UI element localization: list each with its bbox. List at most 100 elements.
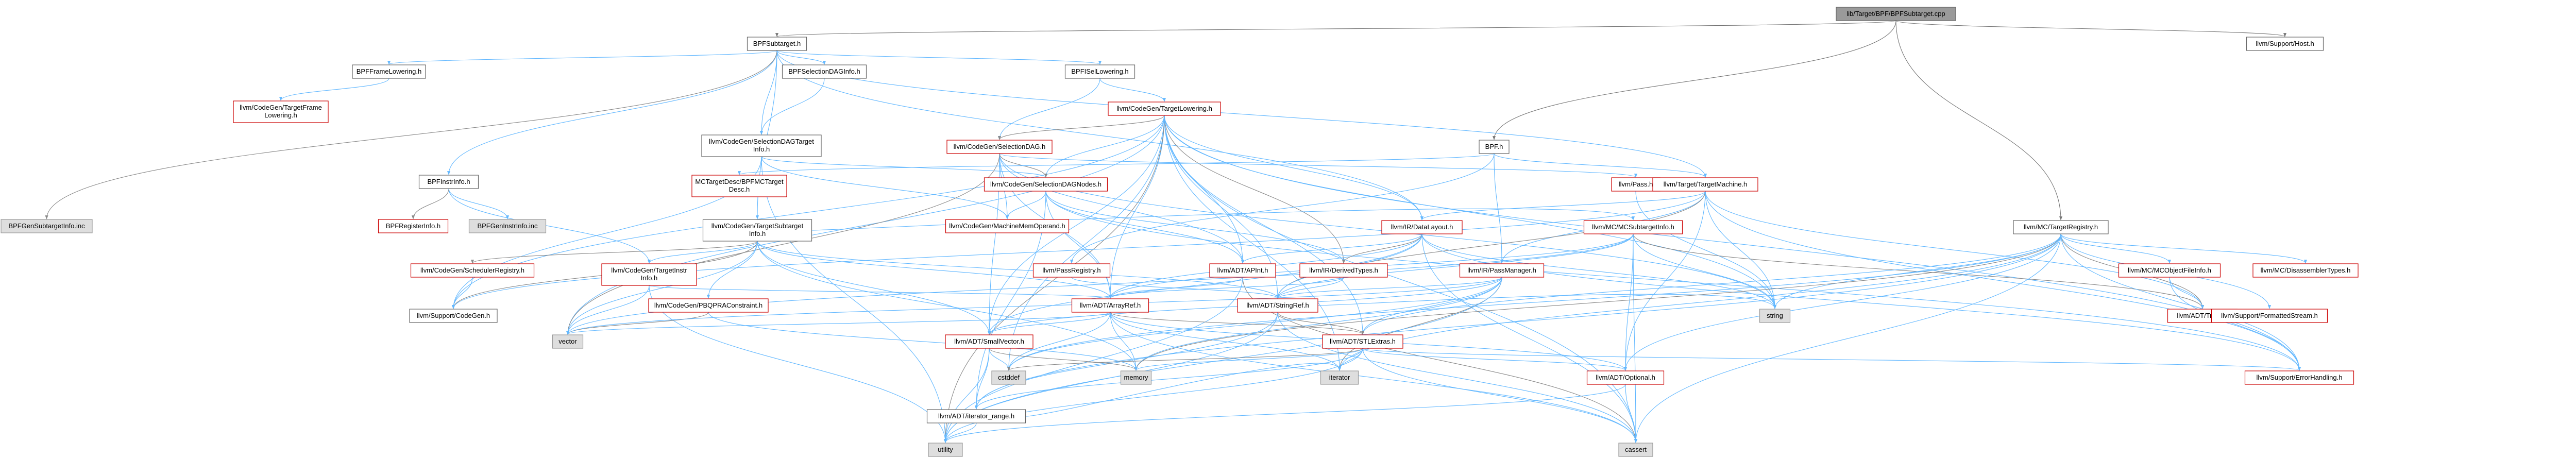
- edge-bpf_h-to-tm_h: [1494, 153, 1707, 178]
- edge-cg_tli-to-ir_derived: [1164, 115, 1346, 264]
- node-label: llvm/IR/DataLayout.h: [1391, 223, 1453, 231]
- edge-mc_treg-to-cstddef: [1007, 233, 2061, 371]
- node-tm-h[interactable]: llvm/Target/TargetMachine.h: [1652, 177, 1758, 192]
- edge-pass_reg-to-adt_stringref: [1071, 277, 1279, 299]
- edge-adt_stlextras-to-sup_err: [1362, 348, 2301, 371]
- node-bpfsubtarget-h[interactable]: BPFSubtarget.h: [747, 37, 807, 51]
- node-utility[interactable]: utility: [928, 443, 963, 457]
- node-gensubtargetinfo[interactable]: BPFGenSubtargetInfo.inc: [1, 219, 93, 233]
- node-sup-codegen[interactable]: llvm/Support/CodeGen.h: [409, 309, 498, 323]
- node-box: [1237, 298, 1318, 313]
- edge-ir_dl-to-adt_smallvec: [987, 233, 1422, 335]
- node-label: lib/Target/BPF/BPFSubtarget.cpp: [1846, 10, 1945, 18]
- node-geninstrinfo[interactable]: BPFGenInstrInfo.inc: [468, 219, 547, 233]
- edge-adt_stlextras-to-utility: [943, 348, 1363, 443]
- node-instrinfo[interactable]: BPFInstrInfo.h: [418, 175, 479, 189]
- node-cg-pbqp[interactable]: llvm/CodeGen/PBQPRAConstraint.h: [648, 298, 769, 313]
- edge-adt_apint-to-adt_arrayref: [1109, 277, 1243, 299]
- node-mc-sti[interactable]: llvm/MC/MCSubtargetInfo.h: [1583, 220, 1683, 234]
- node-cassert[interactable]: cassert: [1618, 443, 1653, 457]
- node-label: llvm/ADT/SmallVector.h: [954, 337, 1024, 345]
- node-cg-seldagnodes[interactable]: llvm/CodeGen/SelectionDAGNodes.h: [984, 177, 1108, 192]
- node-box: [782, 64, 867, 79]
- node-adt-iter[interactable]: llvm/ADT/iterator_range.h: [926, 409, 1026, 423]
- edge-cg_tsi-to-cg_sched: [471, 241, 758, 264]
- edge-bpf_h-to-mc_desc: [738, 153, 1495, 175]
- node-box: [418, 175, 479, 189]
- node-mc-disasm[interactable]: llvm/MC/DisassemblerTypes.h: [2252, 263, 2359, 278]
- edge-cg_seldagnodes-to-cg_mo: [1005, 191, 1046, 219]
- node-label: BPF.h: [1485, 143, 1503, 150]
- node-label: llvm/ADT/STLExtras.h: [1330, 337, 1396, 345]
- node-adt-stringref[interactable]: llvm/ADT/StringRef.h: [1237, 298, 1318, 313]
- edge-mc_sti-to-string: [1633, 233, 1777, 309]
- edge-cg_tli-to-vector: [566, 115, 1165, 335]
- node-cg-mo[interactable]: llvm/CodeGen/MachineMemOperand.h: [945, 219, 1070, 233]
- edge-root-to-mc_treg: [1895, 20, 2063, 220]
- node-box: [410, 263, 535, 278]
- node-label: llvm/Pass.h: [1619, 180, 1653, 188]
- node-sup-err[interactable]: llvm/Support/ErrorHandling.h: [2244, 370, 2354, 385]
- edge-ir_pm-to-memory: [1134, 277, 1502, 371]
- edge-tm_h-to-ir_dl: [1420, 191, 1706, 220]
- node-vector[interactable]: vector: [552, 334, 584, 349]
- edge-bpfsubtarget_h-to-seldaginfo: [776, 50, 826, 65]
- node-framelowering[interactable]: BPFFrameLowering.h: [352, 64, 426, 79]
- edge-ir_pm-to-adt_stlextras: [1361, 277, 1502, 335]
- node-pass-h[interactable]: llvm/Pass.h: [1611, 177, 1660, 192]
- node-box: [1064, 64, 1136, 79]
- node-cstddef[interactable]: cstddef: [991, 370, 1026, 385]
- node-adt-stlextras[interactable]: llvm/ADT/STLExtras.h: [1322, 334, 1403, 349]
- node-ir-pm[interactable]: llvm/IR/PassManager.h: [1459, 263, 1545, 278]
- node-label: llvm/ADT/iterator_range.h: [938, 412, 1014, 420]
- node-memory[interactable]: memory: [1120, 370, 1152, 385]
- node-cg-tli[interactable]: llvm/CodeGen/TargetLowering.h: [1108, 101, 1221, 116]
- node-seldaginfo[interactable]: BPFSelectionDAGInfo.h: [782, 64, 867, 79]
- node-root[interactable]: lib/Target/BPF/BPFSubtarget.cpp: [1836, 7, 1956, 21]
- edge-adt_stlextras-to-adt_optional: [1362, 348, 1627, 371]
- edge-adt_stlextras-to-memory: [1134, 348, 1363, 371]
- node-cg-seldag[interactable]: llvm/CodeGen/SelectionDAG.h: [946, 140, 1053, 154]
- edge-mc_treg-to-memory: [1134, 233, 2061, 371]
- node-mc-objfh[interactable]: llvm/MC/MCObjectFileInfo.h: [2118, 263, 2221, 278]
- node-adt-smallvec[interactable]: llvm/ADT/SmallVector.h: [945, 334, 1033, 349]
- node-isellowering[interactable]: BPFISelLowering.h: [1064, 64, 1136, 79]
- node-bpf-h[interactable]: BPF.h: [1479, 140, 1510, 154]
- edge-isellowering-to-cg_tli: [1099, 78, 1166, 102]
- node-adt-apint[interactable]: llvm/ADT/APInt.h: [1209, 263, 1276, 278]
- edge-ir_dl-to-string: [1421, 233, 1777, 309]
- edge-cg_tsi-to-vector: [566, 241, 758, 335]
- edge-mc_treg-to-string: [1773, 233, 2061, 309]
- node-adt-optional[interactable]: llvm/ADT/Optional.h: [1586, 370, 1665, 385]
- edge-cg_seldagti-to-cg_mo: [761, 156, 1009, 219]
- edge-tm_h-to-adt_triple: [1705, 191, 2205, 309]
- node-box: [378, 219, 449, 233]
- node-box: [2211, 309, 2328, 323]
- edge-seldaginfo-to-cg_seldagti: [759, 78, 825, 135]
- node-ir-dl[interactable]: llvm/IR/DataLayout.h: [1381, 220, 1463, 234]
- node-box: [2013, 220, 2109, 234]
- edge-adt_stlextras-to-cstddef: [1007, 348, 1363, 371]
- edge-adt_stlextras-to-adt_iter: [975, 348, 1363, 410]
- node-host-h[interactable]: llvm/Support/Host.h: [2246, 37, 2324, 51]
- node-regsinfo[interactable]: BPFRegisterInfo.h: [378, 219, 449, 233]
- node-iterator[interactable]: iterator: [1320, 370, 1359, 385]
- node-box: [1618, 443, 1653, 457]
- node-label: llvm/Support/ErrorHandling.h: [2257, 374, 2343, 381]
- node-ir-derived[interactable]: llvm/IR/DerivedTypes.h: [1299, 263, 1388, 278]
- node-label: llvm/CodeGen/TargetLowering.h: [1116, 105, 1212, 112]
- node-adt-arrayref[interactable]: llvm/ADT/ArrayRef.h: [1071, 298, 1149, 313]
- node-cg-sched[interactable]: llvm/CodeGen/SchedulerRegistry.h: [410, 263, 535, 278]
- node-mc-treg[interactable]: llvm/MC/TargetRegistry.h: [2013, 220, 2109, 234]
- node-sup-fstream[interactable]: llvm/Support/FormattedStream.h: [2211, 309, 2328, 323]
- node-pass-reg[interactable]: llvm/PassRegistry.h: [1032, 263, 1111, 278]
- node-box: [945, 334, 1033, 349]
- node-string[interactable]: string: [1759, 309, 1791, 323]
